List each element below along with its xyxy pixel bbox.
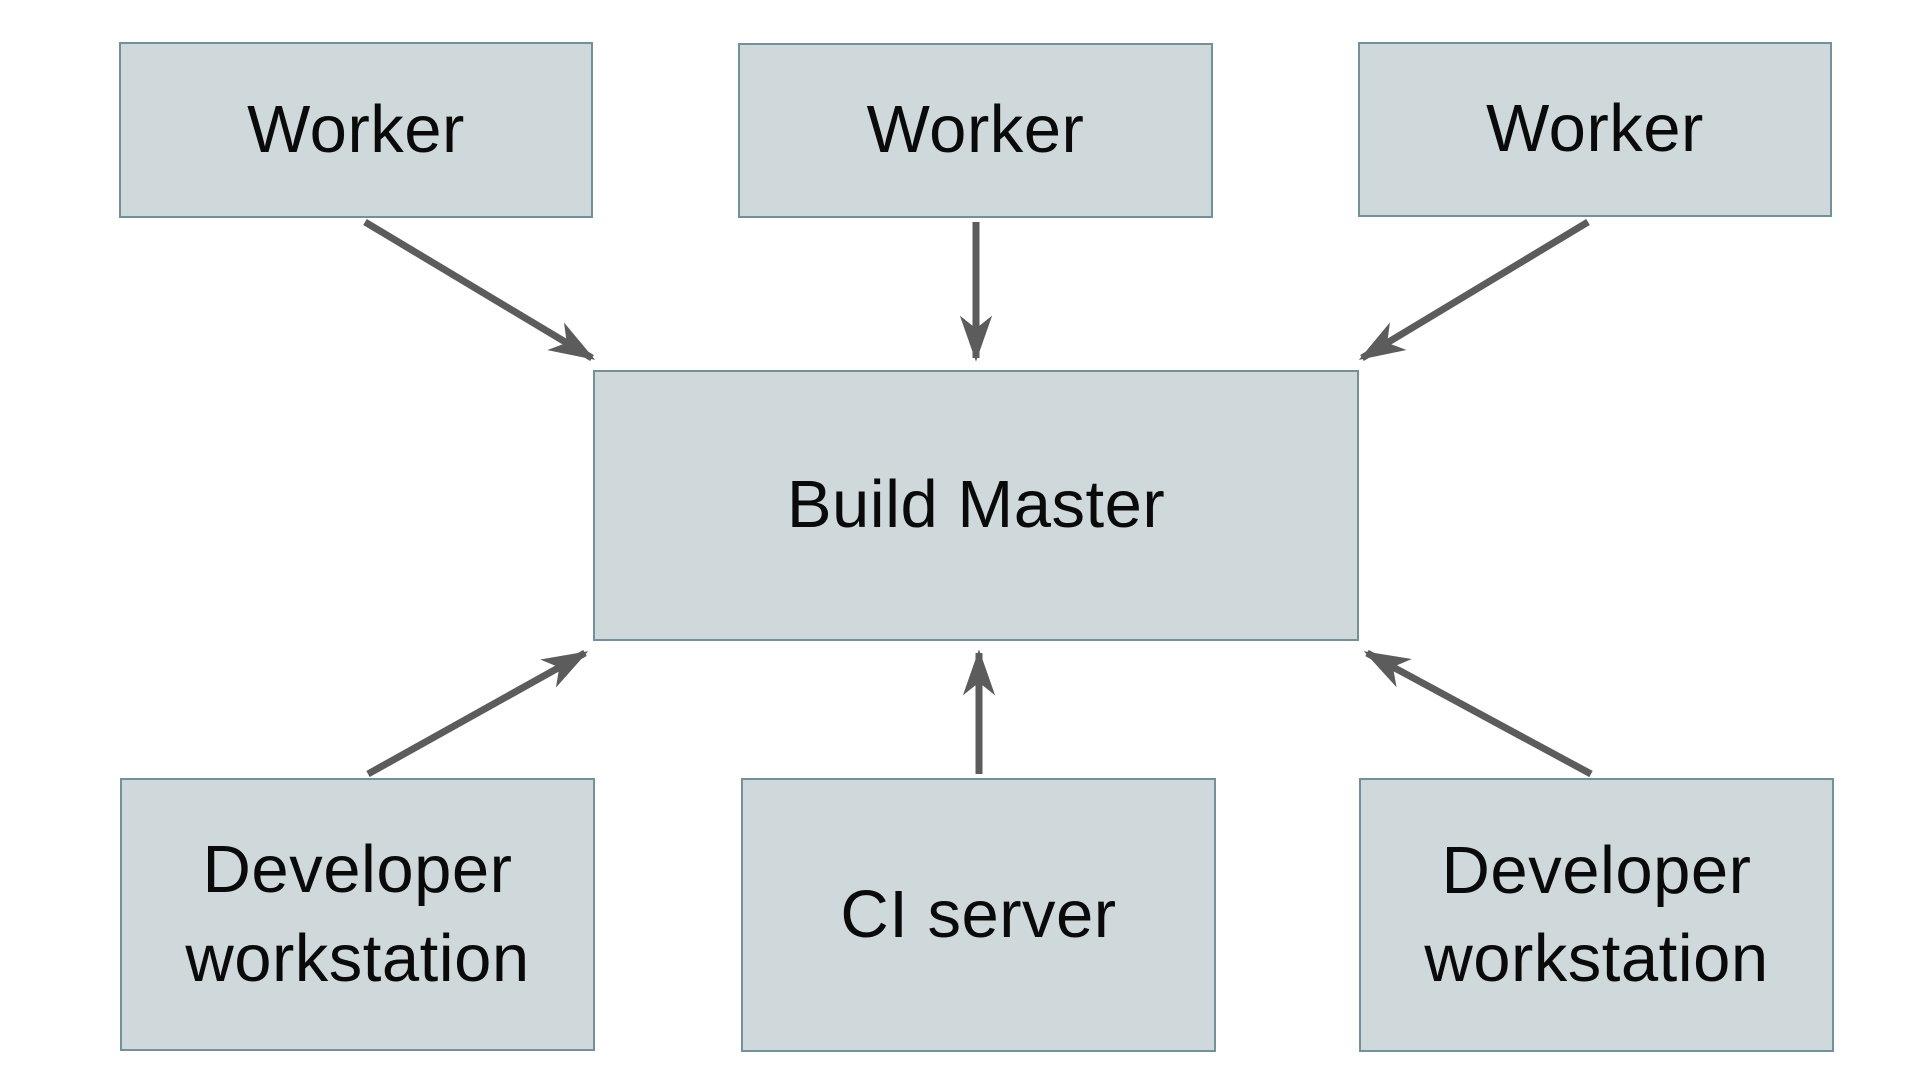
node-developer-workstation-1-label: Developer workstation <box>185 832 530 996</box>
arrow-developer-workstation-2-to-build-master <box>1363 649 1593 778</box>
arrow-developer-workstation-1-to-build-master <box>366 649 589 778</box>
node-worker-3: Worker <box>1358 42 1832 217</box>
node-worker-2-label: Worker <box>866 92 1085 168</box>
arrow-worker-3-to-build-master <box>1358 219 1590 361</box>
node-worker-2: Worker <box>738 43 1213 218</box>
node-ci-server: CI server <box>741 778 1216 1052</box>
node-developer-workstation-2-label: Developer workstation <box>1424 832 1769 996</box>
node-developer-workstation-1: Developer workstation <box>120 778 595 1051</box>
node-build-master-label: Build Master <box>786 467 1166 543</box>
node-ci-server-label: CI server <box>840 876 1117 952</box>
node-build-master: Build Master <box>593 370 1359 641</box>
arrow-worker-1-to-build-master <box>363 218 596 362</box>
node-worker-1-label: Worker <box>247 91 465 167</box>
node-developer-workstation-2: Developer workstation <box>1359 778 1834 1052</box>
node-worker-1: Worker <box>119 42 593 218</box>
node-worker-3-label: Worker <box>1486 91 1704 167</box>
